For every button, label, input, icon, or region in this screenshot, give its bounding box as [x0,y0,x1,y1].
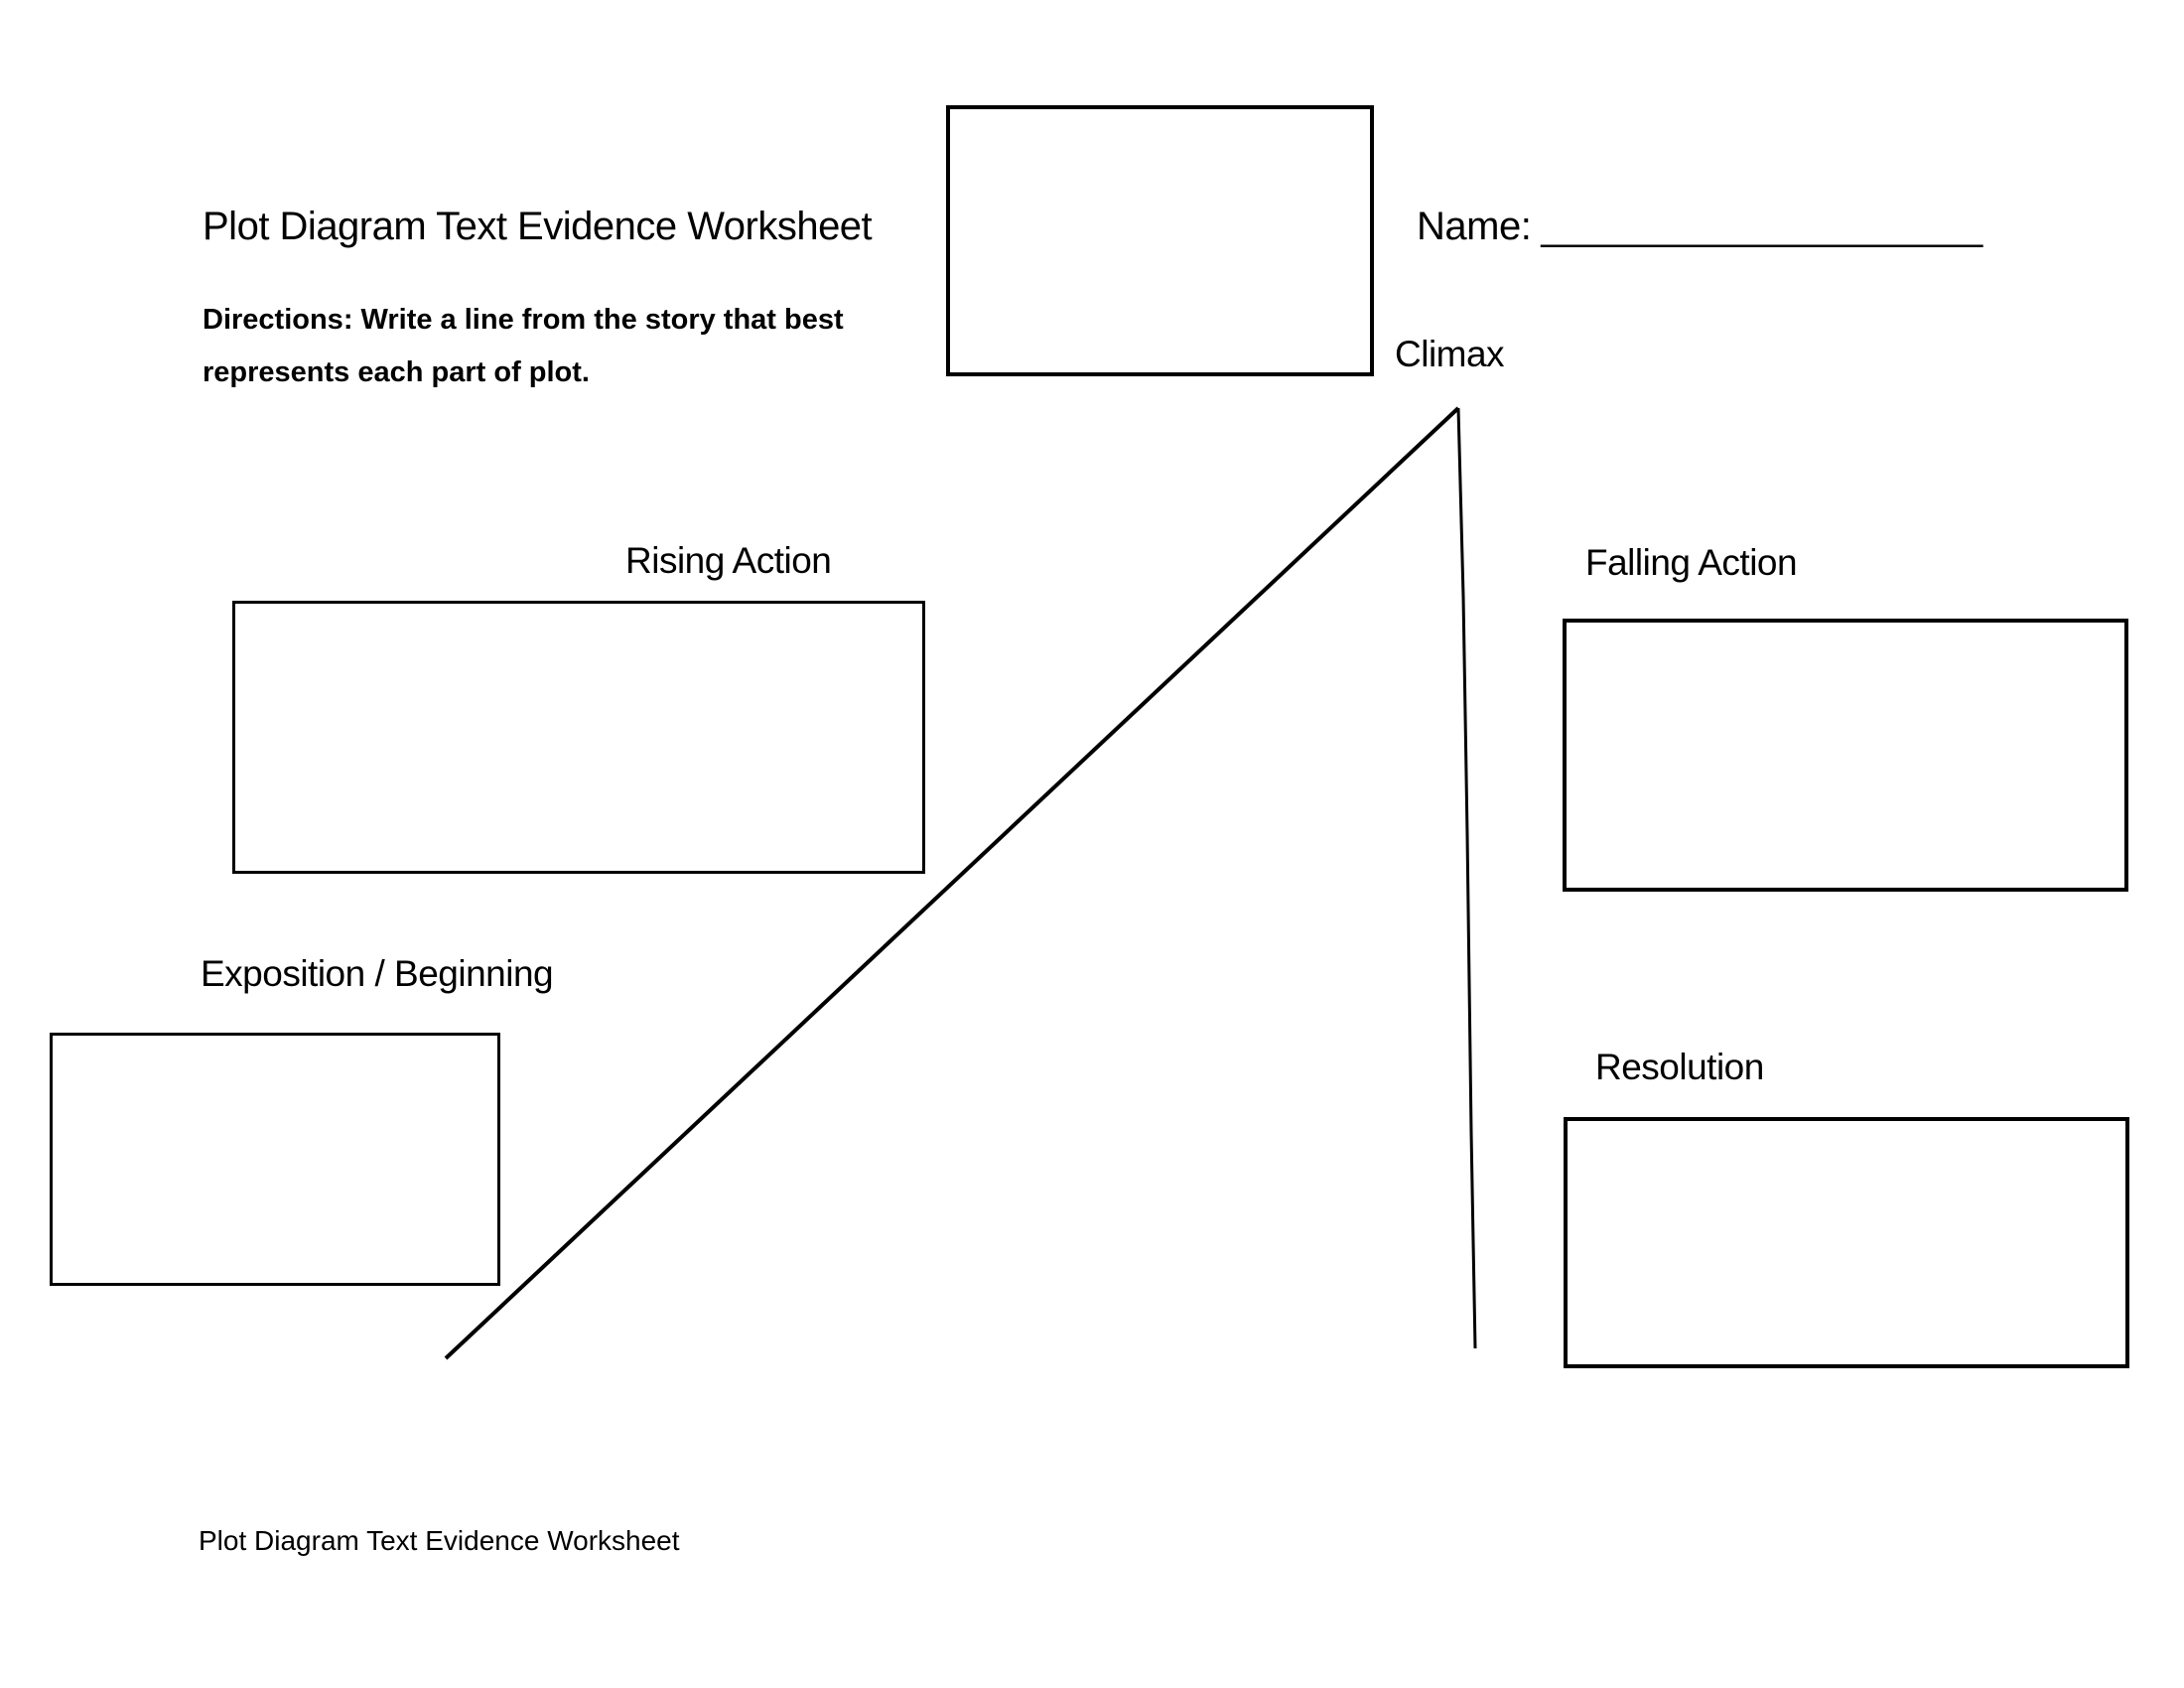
climax-label: Climax [1395,334,1505,374]
page-title: Plot Diagram Text Evidence Worksheet [203,205,873,248]
exposition-label: Exposition / Beginning [201,953,554,994]
resolution-answer-box[interactable] [1564,1117,2129,1368]
falling-action-label: Falling Action [1585,542,1798,583]
climax-answer-box[interactable] [946,105,1374,376]
rising-action-label: Rising Action [625,540,832,581]
falling-plot-line [1456,407,1477,1349]
rising-action-answer-box[interactable] [232,601,925,874]
footer-title: Plot Diagram Text Evidence Worksheet [199,1525,680,1556]
resolution-label: Resolution [1595,1047,1764,1087]
directions-line-1: Directions: Write a line from the story … [203,304,844,336]
directions: Directions: Write a line from the story … [203,294,844,399]
rising-plot-line [444,406,1460,1360]
name-label: Name: [1417,205,1532,248]
directions-line-2: represents each part of plot. [203,356,590,388]
name-blank-line[interactable]: ____________________ [1541,205,1983,248]
name-field: Name:____________________ [1417,205,1982,249]
exposition-answer-box[interactable] [50,1033,500,1286]
falling-action-answer-box[interactable] [1563,619,2128,892]
